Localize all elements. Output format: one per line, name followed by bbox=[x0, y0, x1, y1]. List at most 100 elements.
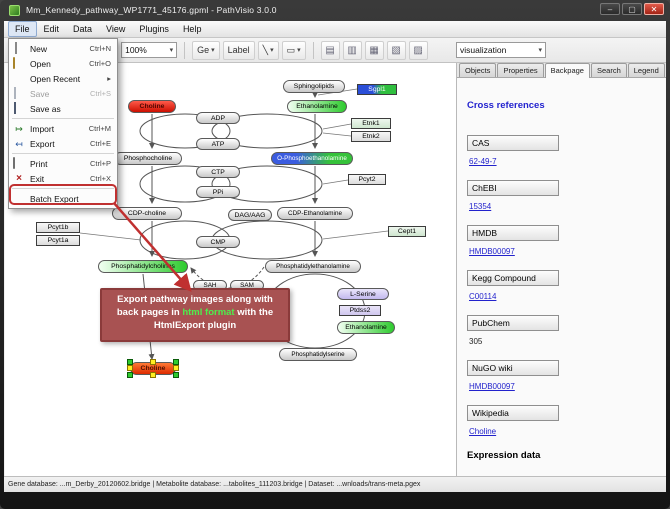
xref-link[interactable]: HMDB00097 bbox=[469, 247, 515, 256]
node-ctp[interactable]: CTP bbox=[196, 166, 240, 178]
xref-section-cas: CAS 62-49-7 bbox=[467, 135, 666, 169]
xref-header: PubChem bbox=[467, 315, 559, 331]
node-adp[interactable]: ADP bbox=[196, 112, 240, 124]
gene-cept1[interactable]: Cept1 bbox=[388, 226, 426, 237]
node-phosphatidylserine[interactable]: Phosphatidylserine bbox=[279, 348, 357, 361]
menu-item-export[interactable]: ↤ Export Ctrl+E bbox=[9, 136, 117, 151]
cross-references-heading: Cross references bbox=[467, 100, 545, 111]
xref-link[interactable]: 62-49-7 bbox=[469, 157, 497, 166]
node-phosphatidylethanolamine[interactable]: Phosphatidylethanolamine bbox=[265, 260, 361, 273]
gene-pcyt1a[interactable]: Pcyt1a bbox=[36, 235, 80, 246]
menu-file[interactable]: File bbox=[8, 21, 37, 37]
menu-plugins[interactable]: Plugins bbox=[139, 24, 169, 34]
gene-product-tool[interactable]: Ge ▾ bbox=[192, 40, 220, 60]
menu-item-save[interactable]: Save Ctrl+S bbox=[9, 86, 117, 101]
menu-item-shortcut: Ctrl+E bbox=[89, 139, 111, 148]
node-phosphatidylcholines[interactable]: Phosphatidylcholines bbox=[98, 260, 188, 273]
node-choline[interactable]: Choline bbox=[128, 100, 176, 113]
backpage-panel: Cross references CAS 62-49-7 ChEBI 15354… bbox=[457, 78, 666, 476]
menu-edit[interactable]: Edit bbox=[43, 24, 60, 34]
menu-view[interactable]: View bbox=[106, 24, 126, 34]
stack-vertical-icon[interactable]: ▧ bbox=[386, 40, 406, 60]
xref-header: CAS bbox=[467, 135, 559, 151]
gene-ptdss2[interactable]: Ptdss2 bbox=[339, 305, 381, 316]
node-l-serine[interactable]: L-Serine bbox=[337, 288, 389, 300]
visualization-value: visualization bbox=[460, 45, 507, 55]
menu-item-batch-export[interactable]: Batch Export bbox=[9, 191, 117, 206]
title-bar: Mm_Kennedy_pathway_WP1771_45176.gpml - P… bbox=[0, 0, 670, 21]
node-o-phosphoethanolamine[interactable]: O-Phosphoethanolamine bbox=[271, 152, 353, 165]
xref-link[interactable]: 15354 bbox=[469, 202, 492, 211]
xref-header: Wikipedia bbox=[467, 405, 559, 421]
node-cmp[interactable]: CMP bbox=[196, 236, 240, 248]
tab-objects[interactable]: Objects bbox=[459, 63, 497, 77]
selection-handle[interactable] bbox=[127, 359, 133, 365]
node-ethanolamine-2[interactable]: Ethanolamine bbox=[337, 321, 395, 334]
line-tool[interactable]: ╲ ▾ bbox=[257, 40, 279, 60]
node-dag-aag[interactable]: DAG/AAG bbox=[228, 209, 272, 221]
selection-handle[interactable] bbox=[173, 365, 179, 371]
menu-item-exit[interactable]: × Exit Ctrl+X bbox=[9, 171, 117, 186]
xref-header: ChEBI bbox=[467, 180, 559, 196]
menu-item-save-as[interactable]: Save as bbox=[9, 101, 117, 116]
tab-search[interactable]: Search bbox=[590, 63, 627, 77]
selection-handle[interactable] bbox=[150, 359, 156, 365]
side-panel-tabs: Objects Properties Backpage Search Legen… bbox=[457, 63, 666, 78]
align-vertical-icon[interactable]: ▥ bbox=[342, 40, 362, 60]
label-tool[interactable]: Label bbox=[222, 40, 255, 60]
node-sphingolipids[interactable]: Sphingolipids bbox=[283, 80, 345, 93]
close-button[interactable]: ✕ bbox=[644, 3, 664, 15]
maximize-button[interactable]: ▢ bbox=[622, 3, 642, 15]
node-phosphocholine[interactable]: Phosphocholine bbox=[114, 152, 182, 165]
node-ethanolamine[interactable]: Ethanolamine bbox=[287, 100, 347, 113]
gene-product-label: Ge bbox=[197, 45, 210, 55]
node-cdp-choline[interactable]: CDP-choline bbox=[112, 207, 182, 220]
menu-item-open-recent[interactable]: Open Recent ▸ bbox=[9, 71, 117, 86]
tab-properties[interactable]: Properties bbox=[497, 63, 544, 77]
menu-item-label: Open bbox=[30, 58, 51, 69]
chevron-down-icon: ▾ bbox=[297, 47, 301, 54]
window-title: Mm_Kennedy_pathway_WP1771_45176.gpml - P… bbox=[26, 5, 277, 15]
stack-horizontal-icon[interactable]: ▨ bbox=[408, 40, 428, 60]
chevron-down-icon: ▾ bbox=[538, 47, 542, 54]
node-ppi[interactable]: PPi bbox=[196, 186, 240, 198]
visualization-select[interactable]: visualization ▾ bbox=[456, 42, 546, 58]
gene-pcyt2[interactable]: Pcyt2 bbox=[348, 174, 386, 185]
gene-etnk1[interactable]: Etnk1 bbox=[351, 118, 391, 129]
selection-handle[interactable] bbox=[127, 372, 133, 378]
node-atp[interactable]: ATP bbox=[196, 138, 240, 150]
selection-handle[interactable] bbox=[150, 372, 156, 378]
node-cdp-ethanolamine[interactable]: CDP-Ethanolamine bbox=[277, 207, 353, 220]
xref-link[interactable]: C00114 bbox=[469, 292, 497, 301]
submenu-arrow-icon: ▸ bbox=[107, 74, 111, 83]
xref-header: Kegg Compound bbox=[467, 270, 559, 286]
xref-link[interactable]: Choline bbox=[469, 427, 497, 436]
menu-item-open[interactable]: Open Ctrl+O bbox=[9, 56, 117, 71]
selection-handle[interactable] bbox=[173, 372, 179, 378]
gene-etnk2[interactable]: Etnk2 bbox=[351, 131, 391, 142]
tab-legend[interactable]: Legend bbox=[627, 63, 665, 77]
menu-item-print[interactable]: Print Ctrl+P bbox=[9, 156, 117, 171]
tab-backpage[interactable]: Backpage bbox=[544, 63, 590, 78]
menu-item-shortcut: Ctrl+P bbox=[89, 159, 111, 168]
zoom-select[interactable]: 100% ▾ bbox=[121, 42, 178, 58]
menu-item-label: Export bbox=[30, 138, 55, 149]
selection-handle[interactable] bbox=[127, 365, 133, 371]
menu-item-label: Import bbox=[30, 123, 55, 134]
align-left-icon[interactable]: ▦ bbox=[364, 40, 384, 60]
menu-data[interactable]: Data bbox=[73, 24, 93, 34]
minimize-button[interactable]: – bbox=[600, 3, 620, 15]
selection-handle[interactable] bbox=[173, 359, 179, 365]
callout-text: with the HtmlExport plugin bbox=[153, 306, 274, 331]
gene-pcyt1b[interactable]: Pcyt1b bbox=[36, 222, 80, 233]
xref-link[interactable]: HMDB00097 bbox=[469, 382, 515, 391]
menu-help[interactable]: Help bbox=[182, 24, 202, 34]
blank-icon bbox=[13, 73, 25, 85]
align-horizontal-icon[interactable]: ▤ bbox=[320, 40, 340, 60]
gene-sgpl1[interactable]: Sgpl1 bbox=[357, 84, 397, 95]
align-glyph: ▧ bbox=[391, 44, 401, 56]
shape-tool[interactable]: ▭ ▾ bbox=[281, 40, 306, 60]
menu-item-shortcut: Ctrl+O bbox=[89, 59, 111, 68]
menu-item-new[interactable]: New Ctrl+N bbox=[9, 41, 117, 56]
menu-item-import[interactable]: ↦ Import Ctrl+M bbox=[9, 121, 117, 136]
